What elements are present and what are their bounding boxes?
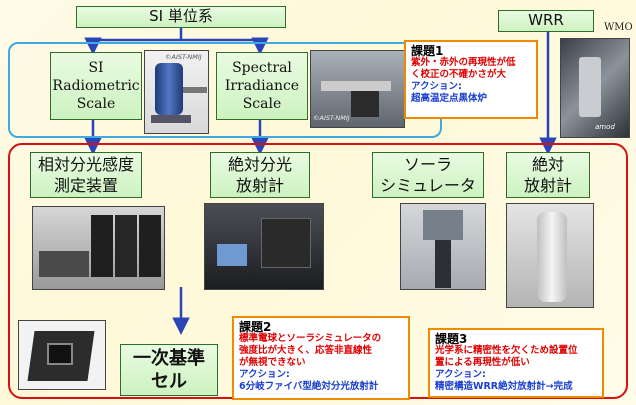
cell-window bbox=[47, 343, 73, 365]
spectral-line-1: Spectral bbox=[232, 60, 292, 76]
relative-spectral-sensitivity-box: 相対分光感度 測定装置 bbox=[30, 152, 142, 198]
furnace-cylinder bbox=[155, 63, 183, 115]
relative-sensitivity-rack-photo bbox=[32, 206, 165, 290]
wrr-amod-label: amod bbox=[595, 123, 615, 131]
blackbody-furnace-photo: ©AIST-NMIJ bbox=[144, 50, 209, 134]
radiometric-line-2: Radiometric bbox=[52, 78, 140, 94]
absolute-spectroradiometer-photo bbox=[204, 203, 324, 290]
furnace-base bbox=[151, 115, 191, 123]
solar-simulator-photo bbox=[400, 203, 486, 290]
wrr-instrument-photo: amod bbox=[560, 38, 630, 138]
radiometric-watermark: ©AIST-NMIJ bbox=[165, 53, 202, 61]
si-radiometric-scale-box: SI Radiometric Scale bbox=[50, 52, 142, 120]
spectral-apparatus-photo: ©AIST-NMIJ bbox=[310, 50, 405, 128]
si-units-box: SI 単位系 bbox=[76, 6, 286, 28]
wmo-label: WMO bbox=[604, 22, 633, 33]
wrr-cylinder bbox=[579, 57, 601, 117]
solar-simulator-box: ソーラ シミュレータ bbox=[372, 152, 484, 198]
spectral-line-3: Scale bbox=[242, 96, 282, 112]
challenge-1-action-label: アクション: bbox=[411, 81, 462, 92]
simulator-column bbox=[435, 240, 451, 288]
spectro-unit bbox=[261, 218, 311, 268]
challenge-3-line-2: 置による再現性が低い bbox=[435, 357, 530, 368]
wrr-box: WRR bbox=[498, 10, 594, 32]
absolute-rad-line-1: 絶対 bbox=[531, 155, 564, 174]
furnace-pipe bbox=[183, 87, 207, 93]
challenge-3-action-label: アクション: bbox=[435, 369, 486, 380]
challenge-2-line-2: 強度比が大きく、応答非直線性 bbox=[239, 345, 373, 356]
spectro-screen bbox=[217, 244, 247, 266]
challenge-1-title: 課題1 bbox=[411, 44, 444, 58]
primary-line-2: セル bbox=[151, 371, 187, 392]
radiometric-line-3: Scale bbox=[76, 96, 116, 112]
absolute-spectroradiometer-box: 絶対分光 放射計 bbox=[210, 152, 310, 198]
primary-line-1: 一次基準 bbox=[133, 348, 205, 369]
spectral-irradiance-scale-box: Spectral Irradiance Scale bbox=[216, 52, 308, 120]
challenge-3-line-1: 光学系に精密性を欠くため設置位 bbox=[435, 345, 578, 356]
challenge-3-callout: 課題3 光学系に精密性を欠くため設置位 置による再現性が低い アクション: 精密… bbox=[428, 328, 604, 398]
absolute-spectro-line-2: 放射計 bbox=[235, 176, 284, 195]
relative-line-1: 相対分光感度 bbox=[37, 155, 134, 174]
solar-sim-line-1: ソーラ bbox=[403, 155, 452, 174]
spectral-rail bbox=[321, 81, 391, 91]
challenge-2-line-3: が無視できない bbox=[239, 357, 306, 368]
challenge-2-action-label: アクション: bbox=[239, 369, 290, 380]
arrow-lines bbox=[84, 26, 557, 335]
challenge-1-callout: 課題1 紫外・赤外の再現性が低 く校正の不確かさが大 アクション: 超高温定点黒… bbox=[404, 40, 538, 119]
rack-cabinet-2 bbox=[115, 215, 137, 277]
challenge-1-line-1: 紫外・赤外の再現性が低 bbox=[411, 57, 516, 68]
challenge-3-action: 精密構造WRR絶対放射計→完成 bbox=[435, 381, 573, 392]
spectral-line-2: Irradiance bbox=[224, 78, 300, 94]
relative-line-2: 測定装置 bbox=[53, 176, 118, 195]
challenge-2-line-1: 標準電球とソーラシミュレータの bbox=[239, 333, 382, 344]
absolute-rad-line-2: 放射計 bbox=[523, 176, 572, 195]
primary-reference-cell-box: 一次基準 セル bbox=[120, 344, 218, 396]
challenge-2-action: 6分岐ファイバ型絶対分光放射計 bbox=[239, 381, 379, 392]
simulator-lamp-housing bbox=[423, 210, 463, 240]
challenge-2-title: 課題2 bbox=[239, 320, 272, 334]
absolute-radiometer-photo bbox=[506, 203, 594, 308]
radiometer-cylinder bbox=[537, 212, 567, 302]
absolute-spectro-line-1: 絶対分光 bbox=[227, 155, 292, 174]
absolute-radiometer-box: 絶対 放射計 bbox=[506, 152, 590, 198]
solar-sim-line-2: シミュレータ bbox=[380, 176, 476, 195]
rack-bench bbox=[39, 251, 89, 277]
challenge-2-callout: 課題2 標準電球とソーラシミュレータの 強度比が大きく、応答非直線性 が無視でき… bbox=[232, 316, 410, 400]
rack-cabinet-1 bbox=[91, 215, 113, 277]
spectral-watermark: ©AIST-NMIJ bbox=[313, 114, 350, 122]
challenge-1-action: 超高温定点黒体炉 bbox=[411, 93, 488, 104]
spectral-stand bbox=[351, 91, 379, 117]
radiometric-line-1: SI bbox=[88, 60, 104, 76]
challenge-1-line-2: く校正の不確かさが大 bbox=[411, 69, 507, 80]
primary-reference-cell-photo bbox=[18, 320, 106, 390]
rack-cabinet-3 bbox=[139, 215, 161, 277]
challenge-3-title: 課題3 bbox=[435, 332, 468, 346]
